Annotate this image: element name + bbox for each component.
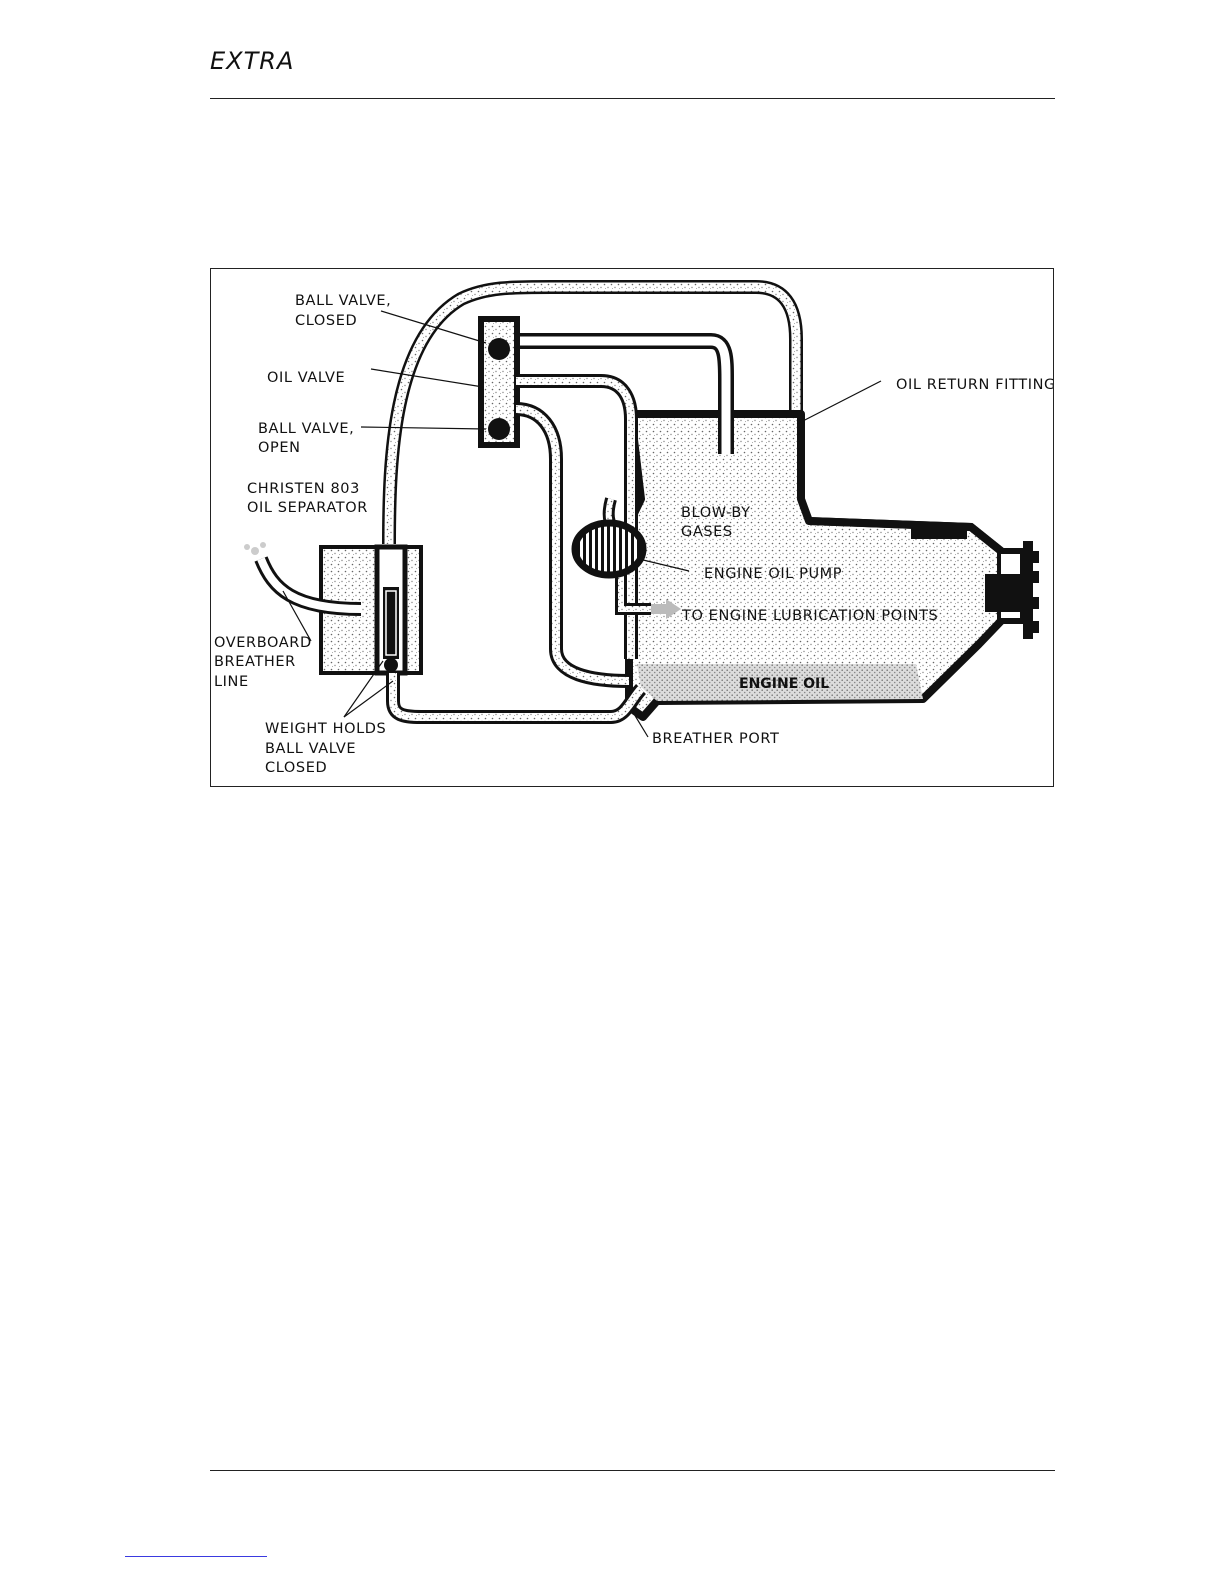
label-overboard-1: OVERBOARD <box>214 635 312 651</box>
label-oil-return-fitting: OIL RETURN FITTING <box>896 377 1054 393</box>
label-lubrication-points: TO ENGINE LUBRICATION POINTS <box>681 608 938 624</box>
footer-divider <box>210 1470 1055 1471</box>
label-weight-3: CLOSED <box>265 760 327 776</box>
oil-valve-body <box>481 319 517 445</box>
label-weight-2: BALL VALVE <box>265 741 356 757</box>
label-ball-valve-closed-1: BALL VALVE, <box>295 293 391 309</box>
ball-valve-open <box>488 418 510 440</box>
extra-logo: EXTRA <box>210 47 294 75</box>
label-weight-1: WEIGHT HOLDS <box>265 721 386 737</box>
label-engine-oil: ENGINE OIL <box>739 676 829 692</box>
label-separator-2: OIL SEPARATOR <box>247 500 368 516</box>
label-breather-port: BREATHER PORT <box>652 731 779 747</box>
label-ball-valve-closed-2: CLOSED <box>295 313 357 329</box>
header-divider <box>210 98 1055 99</box>
label-engine-oil-pump: ENGINE OIL PUMP <box>704 566 842 582</box>
oil-separator-diagram: BALL VALVE, CLOSED OIL VALVE BALL VALVE,… <box>210 268 1054 787</box>
label-overboard-2: BREATHER <box>214 654 296 670</box>
footer-link-underline[interactable] <box>125 1556 267 1557</box>
label-blow-by-1: BLOW-BY <box>681 505 751 521</box>
label-oil-valve: OIL VALVE <box>267 370 345 386</box>
label-blow-by-2: GASES <box>681 524 733 540</box>
ball-valve-closed <box>488 338 510 360</box>
label-ball-valve-open-1: BALL VALVE, <box>258 421 354 437</box>
label-overboard-3: LINE <box>214 674 249 690</box>
label-ball-valve-open-2: OPEN <box>258 440 301 456</box>
diagram-canvas: BALL VALVE, CLOSED OIL VALVE BALL VALVE,… <box>211 269 1054 787</box>
label-separator-1: CHRISTEN 803 <box>247 481 360 497</box>
